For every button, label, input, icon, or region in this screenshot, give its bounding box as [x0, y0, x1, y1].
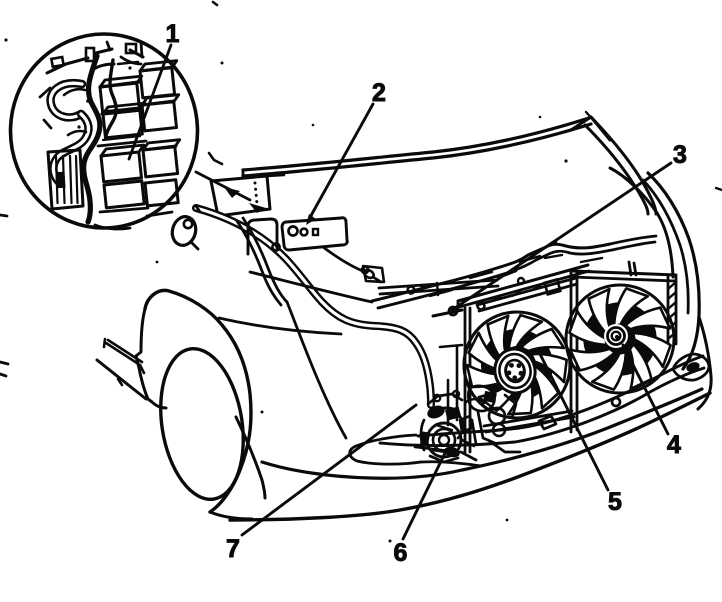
svg-text:5: 5	[608, 488, 622, 516]
svg-text:6: 6	[394, 539, 408, 567]
svg-text:2: 2	[372, 79, 386, 107]
svg-text:7: 7	[226, 535, 240, 563]
svg-text:1: 1	[166, 20, 180, 48]
svg-text:3: 3	[673, 141, 687, 169]
svg-text:4: 4	[667, 431, 681, 459]
